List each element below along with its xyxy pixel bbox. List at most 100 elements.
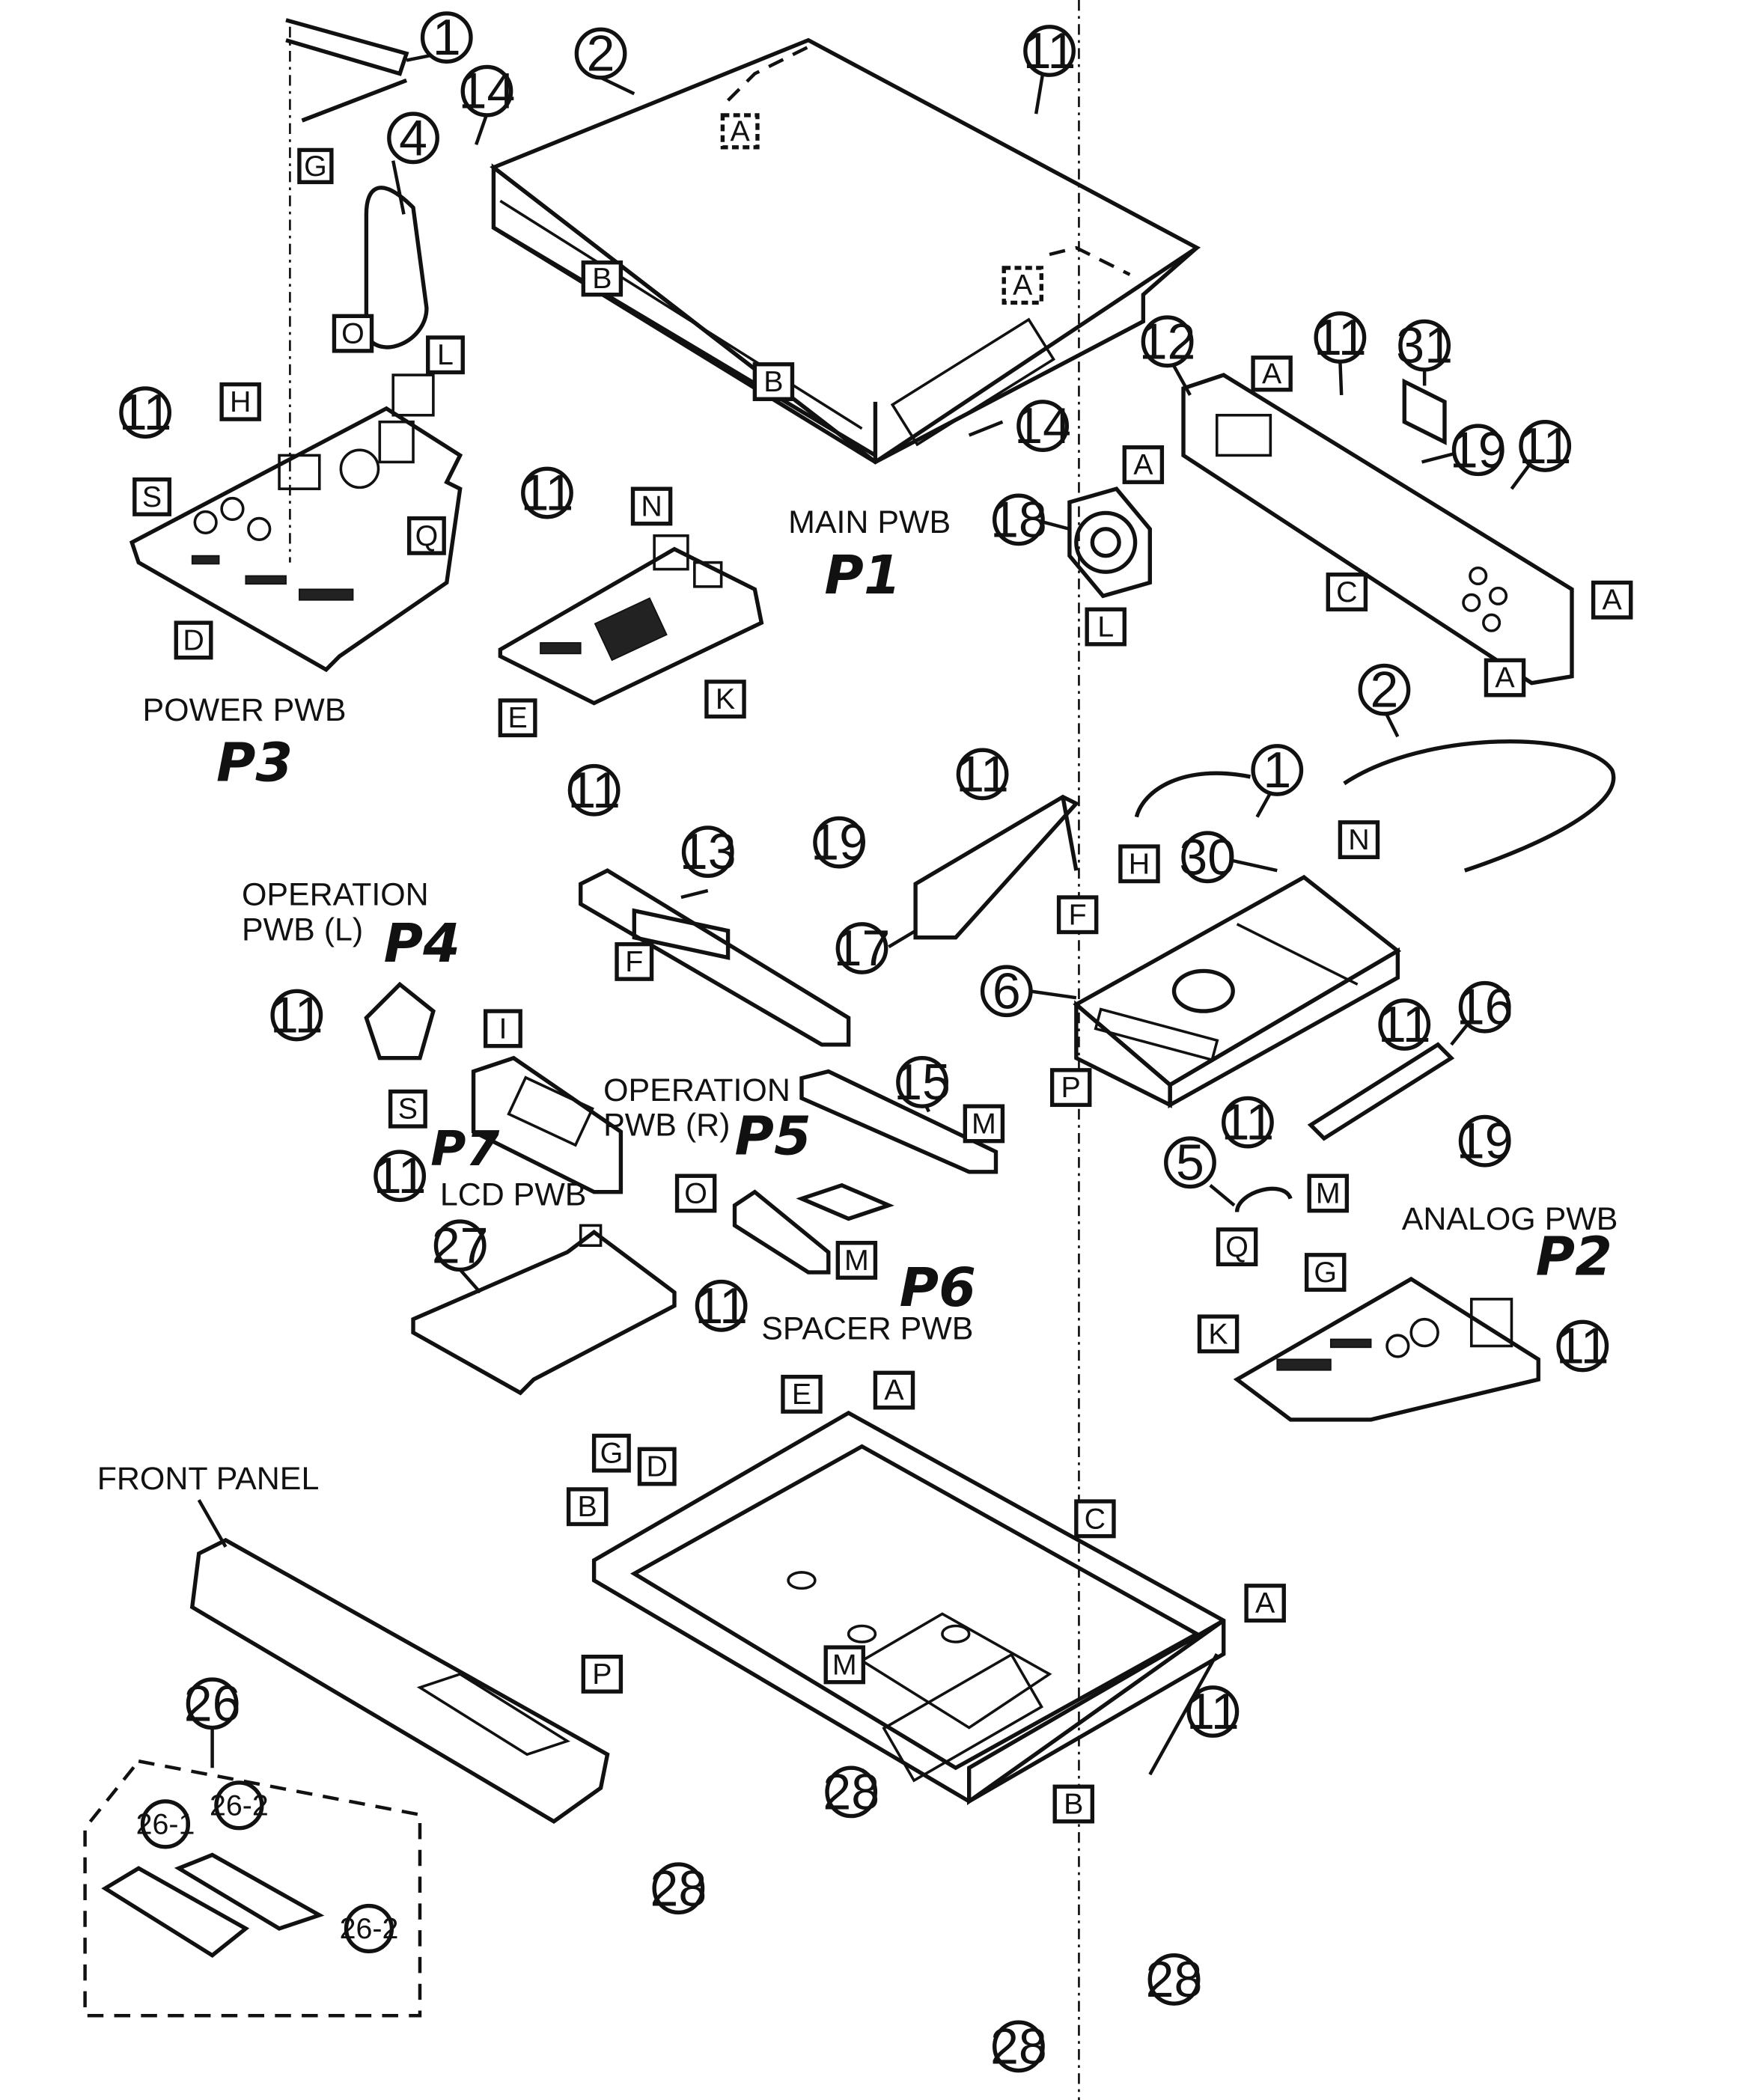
callout-13: 12 (1139, 313, 1196, 370)
svg-text:B: B (1064, 1788, 1083, 1821)
connector-G-drive: F (1056, 895, 1099, 935)
bracket-15 (799, 1069, 999, 1174)
svg-text:27: 27 (432, 1217, 489, 1274)
svg-text:C: C (1336, 576, 1357, 608)
cables (285, 18, 1616, 1213)
svg-text:K: K (1208, 1317, 1228, 1350)
callout-27: 27 (432, 1217, 489, 1274)
svg-text:S: S (398, 1093, 418, 1126)
callout-4: 4 (387, 109, 439, 166)
svg-text:26: 26 (184, 1675, 241, 1732)
svg-text:11: 11 (1222, 1094, 1275, 1151)
connector-A-rear4: A (1484, 658, 1526, 698)
connector-G-analog: G (1304, 1253, 1347, 1292)
svg-text:14: 14 (1014, 397, 1071, 454)
svg-text:D: D (183, 623, 204, 656)
svg-text:2: 2 (1371, 662, 1399, 718)
caption-front-panel: FRONT PANEL (97, 1461, 320, 1497)
svg-text:F: F (1069, 898, 1087, 931)
svg-text:11: 11 (270, 986, 323, 1043)
connector-S-opl: S (388, 1089, 427, 1129)
connector-C-rear: C (1326, 573, 1368, 611)
svg-text:P: P (592, 1658, 612, 1691)
callout-24-top: 14 (459, 63, 516, 120)
svg-text:15: 15 (894, 1054, 951, 1111)
handwritten-p3: P3 (216, 731, 293, 793)
callout-21-bracket16: 19 (811, 814, 868, 871)
caption-main-pwb: MAIN PWB (788, 504, 951, 540)
label-sticker (1402, 378, 1447, 445)
operation-pwb-l (364, 981, 436, 1060)
callout-18-lcd: 11 (374, 1147, 427, 1204)
svg-text:A: A (1495, 662, 1515, 695)
caption-lcd-pwb: LCD PWB (440, 1177, 587, 1213)
connector-A-top: A (720, 113, 760, 150)
connector-A-rear2: A (1122, 445, 1165, 484)
svg-text:H: H (230, 385, 251, 418)
connector-D-chassis: D (637, 1447, 677, 1486)
svg-text:28: 28 (1146, 1951, 1203, 2008)
svg-text:P: P (1061, 1071, 1081, 1104)
caption-operation-l-2: PWB (L) (242, 912, 363, 947)
callout-24-side: 14 (1014, 397, 1071, 454)
svg-text:Q: Q (1225, 1230, 1249, 1263)
svg-text:O: O (341, 317, 365, 350)
callout-26: 26 (184, 1675, 241, 1732)
svg-text:M: M (972, 1107, 996, 1140)
callout-28-a: 28 (823, 1763, 879, 1820)
svg-text:D: D (647, 1450, 668, 1483)
connector-C-chassis: C (1074, 1499, 1116, 1539)
svg-text:O: O (684, 1176, 707, 1209)
svg-text:11: 11 (956, 745, 1009, 802)
cooling-fan (1067, 486, 1152, 599)
connector-F-chassis: G (591, 1433, 631, 1473)
svg-text:11: 11 (695, 1278, 748, 1334)
handwritten-p1: P1 (824, 544, 900, 606)
svg-text:11: 11 (1556, 1317, 1609, 1374)
svg-text:Q: Q (415, 519, 439, 552)
callout-2: 2 (1358, 662, 1411, 718)
connector-R-main: Q (406, 516, 446, 555)
svg-text:A: A (1133, 448, 1153, 481)
svg-text:12: 12 (1139, 313, 1196, 370)
caption-operation-l-1: OPERATION (242, 877, 429, 913)
connector-R-cable: Q (1216, 1227, 1258, 1267)
svg-text:28: 28 (823, 1763, 879, 1820)
svg-text:2: 2 (587, 25, 615, 82)
analog-pwb-board (1233, 1276, 1540, 1422)
callout-16: 17 (834, 920, 891, 977)
connector-letter-boxes: G A B A O L B H A A S N Q C A L D A K E … (132, 113, 1633, 1824)
svg-text:M: M (1316, 1176, 1341, 1209)
handwritten-p6: P6 (900, 1257, 976, 1319)
callout-26-1: 26-1 (136, 1799, 195, 1849)
connector-B-chassis1: B (566, 1487, 609, 1527)
svg-text:11: 11 (1186, 1683, 1240, 1740)
connector-P-drive: P (1049, 1068, 1092, 1108)
part-number-callouts: 2 1 14 11 4 12 11 31 19 11 14 18 11 11 2… (119, 9, 1609, 2075)
svg-text:E: E (507, 701, 527, 734)
svg-text:B: B (578, 1490, 597, 1523)
bracket-17 (1307, 1042, 1455, 1141)
svg-text:1: 1 (1263, 742, 1291, 799)
callout-12: 11 (1186, 1683, 1240, 1740)
svg-text:A: A (884, 1374, 904, 1407)
handwritten-p2: P2 (1536, 1226, 1612, 1288)
connector-O-cable: N (1338, 820, 1380, 859)
power-pwb-board (129, 373, 463, 673)
svg-text:H: H (1129, 847, 1150, 880)
operation-pwb-r (732, 1189, 831, 1275)
callout-18-main: 11 (521, 465, 574, 522)
svg-text:S: S (142, 480, 162, 513)
svg-text:L: L (437, 338, 454, 371)
connector-I-lcd: I (483, 1009, 522, 1049)
svg-text:16: 16 (1457, 979, 1513, 1036)
svg-text:14: 14 (459, 63, 516, 120)
connector-B-cover1: B (581, 260, 624, 297)
connector-A-rear3: A (1591, 580, 1633, 620)
callout-21-rear: 19 (1450, 421, 1507, 478)
svg-text:G: G (1314, 1256, 1337, 1289)
callout-28-d: 28 (990, 2018, 1047, 2075)
connector-Q-opr: O (674, 1173, 717, 1213)
svg-text:11: 11 (119, 384, 172, 441)
